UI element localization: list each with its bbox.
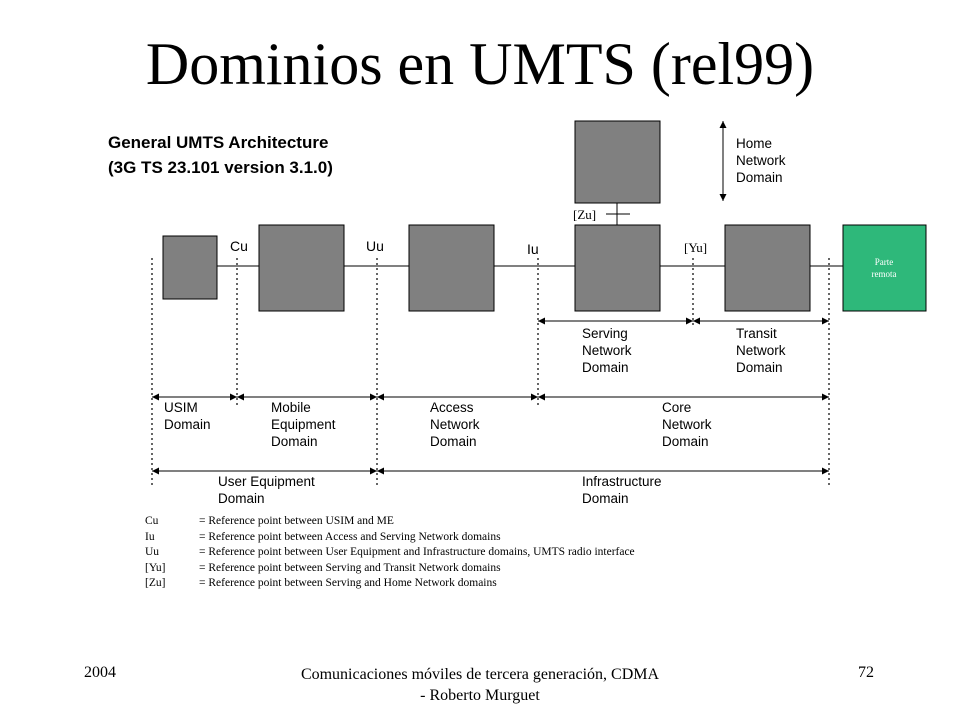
remote-part-node: [842, 224, 927, 312]
legend-description: = Reference point between Serving and Tr…: [199, 561, 501, 574]
slide-title: Dominios en UMTS (rel99): [145, 31, 815, 97]
mobile-equipment-node: [258, 224, 345, 312]
core-domain-label: Core Network Domain: [662, 400, 715, 449]
diagram-subtitle: General UMTS Architecture (3G TS 23.101 …: [108, 130, 333, 180]
page-number: 72: [858, 664, 874, 681]
usim-domain-label: USIM Domain: [164, 400, 211, 432]
legend-description: = Reference point between USIM and ME: [199, 515, 394, 527]
zu-label: [Zu]: [573, 207, 596, 222]
transit-domain-label: Transit Network Domain: [736, 326, 789, 375]
legend-code: Iu: [145, 530, 155, 543]
serving-domain-label: Serving Network Domain: [582, 326, 635, 375]
legend-description: = Reference point between Serving and Ho…: [199, 577, 497, 589]
infrastructure-domain-label: Infrastructure Domain: [582, 474, 665, 506]
serving-network-node: [574, 224, 661, 312]
user-equipment-domain-label: User Equipment Domain: [218, 474, 319, 506]
legend-code: Uu: [145, 546, 160, 558]
usim-node: [162, 235, 218, 300]
subtitle-line-1: General UMTS Architecture: [108, 133, 329, 152]
footer-year: 2004: [84, 664, 116, 681]
subtitle-line-2: (3G TS 23.101 version 3.1.0): [108, 158, 333, 177]
legend-code: Cu: [145, 515, 159, 527]
home-network-node: [574, 120, 661, 204]
yu-label: [Yu]: [684, 240, 707, 255]
cu-label: Cu: [230, 238, 248, 254]
legend-description: = Reference point between Access and Ser…: [199, 530, 501, 543]
remote-part-label-2: remota: [872, 269, 897, 279]
footer-course-title: Comunicaciones móviles de tercera genera…: [300, 666, 660, 704]
legend-code: [Zu]: [145, 577, 166, 589]
transit-network-node: [724, 224, 811, 312]
mobile-equipment-domain-label: Mobile Equipment Domain: [271, 400, 339, 449]
uu-label: Uu: [366, 238, 384, 254]
access-network-node: [408, 224, 495, 312]
domain-boundaries: [151, 258, 830, 485]
iu-label: Iu: [527, 241, 539, 257]
home-domain-label: Home Network Domain: [736, 136, 789, 185]
access-domain-label: Access Network Domain: [430, 400, 483, 449]
remote-part-label-1: Parte: [875, 257, 894, 267]
legend-description: = Reference point between User Equipment…: [199, 546, 635, 558]
legend-code: [Yu]: [145, 561, 166, 574]
